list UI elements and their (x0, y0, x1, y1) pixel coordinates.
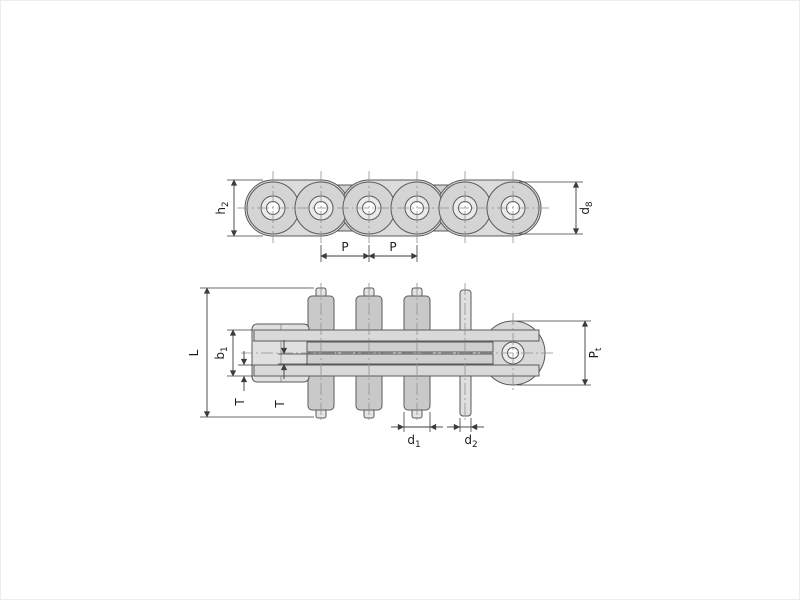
dim-label-Pt: Pt (587, 347, 604, 358)
inner-plate-bottom (306, 353, 494, 365)
dim-label-p-left: P (341, 240, 348, 254)
inner-plate-top (306, 341, 494, 353)
dimension-d8: d8 (519, 181, 595, 235)
dim-label-L: L (187, 349, 201, 356)
bottom-view-plan: L b1 T T (187, 283, 604, 450)
outer-plate-bottom (253, 364, 540, 377)
dimension-d2: d2 (447, 418, 484, 450)
dimension-d1: d1 (391, 412, 443, 450)
dim-label-p-right: P (389, 240, 396, 254)
dimension-b1: b1 (213, 329, 253, 377)
dim-label-b1-base: b (213, 352, 227, 360)
dim-label-T-outer: T (233, 398, 247, 407)
dim-label-b1: b1 (213, 346, 230, 359)
dim-label-p-left-base: P (341, 240, 348, 254)
dimension-h2: h2 (214, 179, 263, 237)
dim-label-Pt-sub: t (594, 347, 604, 351)
dim-label-d2-base: d (464, 433, 472, 447)
dimension-pitch: P P (320, 240, 418, 262)
dim-label-Pt-base: P (587, 351, 601, 358)
dim-label-d1-base: d (407, 433, 415, 447)
dim-label-d2-sub: 2 (472, 440, 478, 450)
top-view-side-elevation: h2 d8 P P (214, 171, 595, 262)
dim-label-d1: d1 (407, 433, 420, 450)
dim-label-d2: d2 (464, 433, 477, 450)
dimension-T-outer: T (233, 351, 253, 407)
dim-label-h2-sub: 2 (221, 201, 231, 207)
dim-label-h2: h2 (214, 201, 231, 214)
dim-label-T-inner: T (273, 400, 287, 409)
dimension-Pt: Pt (517, 320, 604, 386)
dim-label-d1-sub: 1 (415, 440, 421, 450)
dim-label-p-right-base: P (389, 240, 396, 254)
dim-label-L-base: L (187, 349, 201, 356)
dim-label-d8-sub: 8 (585, 201, 595, 207)
dim-label-b1-sub: 1 (220, 346, 230, 352)
dimension-T-inner: T (273, 340, 308, 409)
dimension-L: L (187, 287, 314, 418)
outer-plate-top (253, 329, 540, 342)
dim-label-h2-base: h (214, 207, 228, 215)
dim-label-T-inner-base: T (273, 400, 287, 409)
dim-label-T-outer-base: T (233, 398, 247, 407)
dim-label-d8-base: d (578, 207, 592, 215)
dim-label-d8: d8 (578, 201, 595, 215)
